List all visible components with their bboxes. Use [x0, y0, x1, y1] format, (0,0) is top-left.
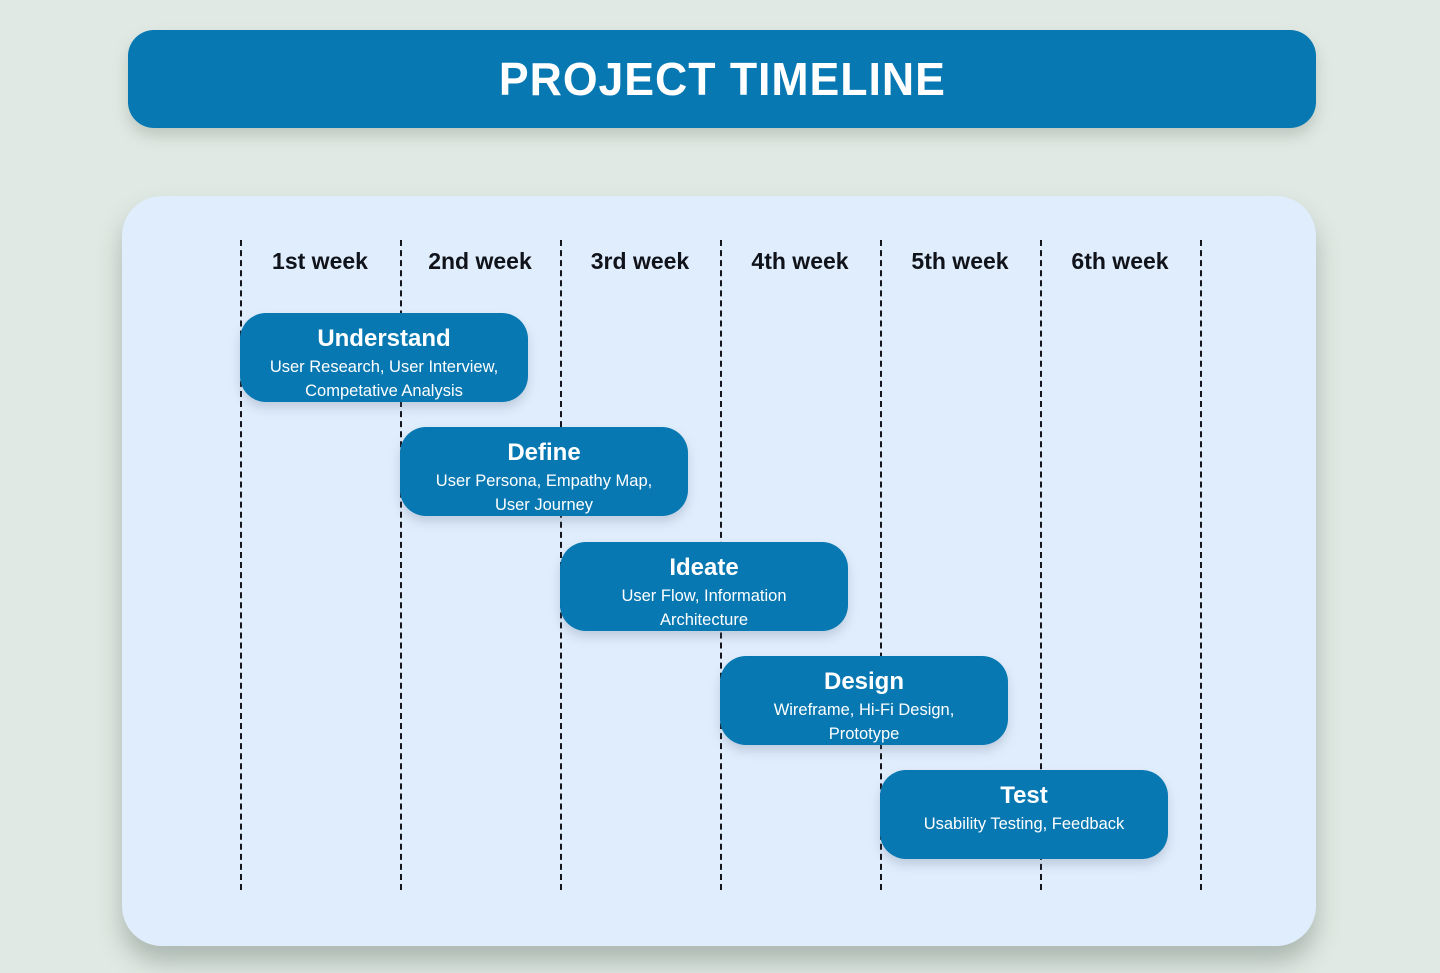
week-header-3: 3rd week [590, 248, 690, 274]
week-header-2: 2nd week [428, 248, 532, 274]
week-gridline-0 [240, 240, 242, 890]
timeline-grid: 1st week 2nd week 3rd week 4th week 5th week… [122, 196, 1316, 946]
task-details: Usability Testing, Feedback [923, 815, 1125, 833]
week-header-1: 1st week [272, 248, 368, 274]
week-header-4: 4th week [751, 248, 849, 274]
task-title: Define [507, 439, 581, 466]
page-title: PROJECT TIMELINE [498, 53, 946, 105]
task-title: Understand [317, 325, 451, 352]
week-gridline-4 [880, 240, 882, 890]
task-details: User Flow, Information Architecture [621, 587, 787, 629]
task-details: User Research, User Interview, Competati… [269, 358, 499, 400]
week-header-5: 5th week [911, 248, 1009, 274]
task-details: Wireframe, Hi-Fi Design, Prototype [773, 701, 955, 743]
title-banner: PROJECT TIMELINE [128, 30, 1316, 128]
task-details: User Persona, Empathy Map, User Journey [435, 472, 653, 514]
week-gridline-6 [1200, 240, 1202, 890]
week-header-6: 6th week [1071, 248, 1169, 274]
timeline-panel: 1st week 2nd week 3rd week 4th week 5th week… [122, 196, 1316, 946]
week-gridline-1 [400, 240, 402, 890]
task-title: Ideate [669, 554, 739, 581]
task-title: Design [823, 668, 904, 695]
task-title: Test [1000, 782, 1048, 809]
week-gridline-5 [1040, 240, 1042, 890]
